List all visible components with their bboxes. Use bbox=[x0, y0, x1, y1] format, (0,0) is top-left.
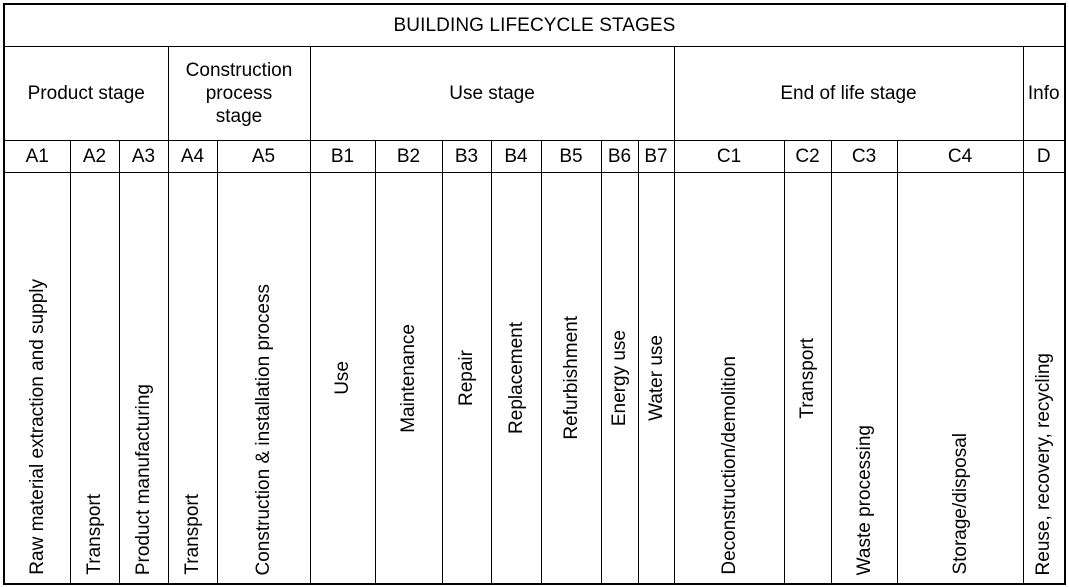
module-description-label: Replacement bbox=[505, 322, 527, 434]
stage-group-header: Use stage bbox=[309, 46, 675, 141]
module-description-label: Water use bbox=[645, 335, 667, 421]
module-code-a5: A5 bbox=[216, 140, 311, 173]
module-code-d: D bbox=[1022, 140, 1066, 173]
module-code-b6: B6 bbox=[600, 140, 639, 173]
module-description-b5: Refurbishment bbox=[540, 172, 602, 585]
module-description-a3: Product manufacturing bbox=[118, 172, 169, 585]
module-description-label: Transport bbox=[182, 494, 203, 575]
module-description-label: Transport bbox=[84, 494, 105, 575]
module-description-a4: Transport bbox=[167, 172, 218, 585]
module-description-label: Deconstruction/demolition bbox=[718, 356, 740, 575]
vertical-text-wrapper: Storage/disposal bbox=[898, 173, 1023, 583]
module-description-label: Energy use bbox=[609, 329, 630, 427]
module-code-b2: B2 bbox=[374, 140, 443, 173]
module-description-label: Use bbox=[332, 361, 353, 395]
table-row-title: BUILDING LIFECYCLE STAGES bbox=[3, 3, 1066, 47]
vertical-text-wrapper: Transport bbox=[169, 173, 217, 583]
stage-group-label-line: Product stage bbox=[27, 82, 145, 104]
module-code-a1: A1 bbox=[3, 140, 71, 173]
vertical-text-wrapper: Construction & installation process bbox=[218, 173, 310, 583]
module-description-label: Construction & installation process bbox=[253, 283, 274, 575]
module-description-a1: Raw material extraction and supply bbox=[3, 172, 71, 585]
module-description-d: Reuse, recovery, recycling bbox=[1022, 172, 1066, 585]
vertical-text-wrapper: Use bbox=[311, 173, 375, 583]
vertical-text-wrapper: Maintenance bbox=[376, 173, 442, 583]
vertical-text-wrapper: Refurbishment bbox=[542, 173, 601, 583]
stage-group-header: Product stage bbox=[3, 46, 169, 141]
module-description-b3: Repair bbox=[441, 172, 492, 585]
module-code-c4: C4 bbox=[896, 140, 1024, 173]
vertical-text-wrapper: Waste processing bbox=[832, 173, 897, 583]
module-code-b7: B7 bbox=[637, 140, 675, 173]
stage-group-label-line: stage bbox=[215, 106, 263, 128]
module-description-b7: Water use bbox=[637, 172, 675, 585]
vertical-text-wrapper: Product manufacturing bbox=[120, 173, 168, 583]
vertical-text-wrapper: Replacement bbox=[492, 173, 541, 583]
module-code-b5: B5 bbox=[540, 140, 602, 173]
vertical-text-wrapper: Reuse, recovery, recycling bbox=[1024, 173, 1065, 583]
stage-group-label-line: Construction bbox=[185, 59, 293, 81]
module-description-b6: Energy use bbox=[600, 172, 639, 585]
module-code-c1: C1 bbox=[673, 140, 785, 173]
module-description-c1: Deconstruction/demolition bbox=[673, 172, 785, 585]
module-description-label: Repair bbox=[456, 350, 477, 406]
module-code-c2: C2 bbox=[783, 140, 832, 173]
module-description-label: Transport bbox=[797, 337, 818, 419]
module-code-a3: A3 bbox=[118, 140, 169, 173]
module-code-b1: B1 bbox=[309, 140, 376, 173]
stage-group-label-line: process bbox=[205, 82, 273, 104]
module-description-label: Maintenance bbox=[398, 323, 419, 433]
stage-group-label-line: End of life stage bbox=[780, 82, 917, 104]
stage-group-label-line: Use stage bbox=[449, 82, 535, 104]
module-code-c3: C3 bbox=[830, 140, 898, 173]
module-code-b4: B4 bbox=[490, 140, 542, 173]
module-description-a2: Transport bbox=[69, 172, 120, 585]
table-title: BUILDING LIFECYCLE STAGES bbox=[3, 3, 1066, 47]
module-description-label: Reuse, recovery, recycling bbox=[1033, 352, 1055, 575]
module-description-c2: Transport bbox=[783, 172, 832, 585]
vertical-text-wrapper: Raw material extraction and supply bbox=[5, 173, 70, 583]
module-description-label: Raw material extraction and supply bbox=[26, 279, 48, 575]
module-description-a5: Construction & installation process bbox=[216, 172, 311, 585]
vertical-text-wrapper: Energy use bbox=[602, 173, 638, 583]
module-description-c3: Waste processing bbox=[830, 172, 898, 585]
vertical-text-wrapper: Deconstruction/demolition bbox=[675, 173, 784, 583]
stage-group-header: Info bbox=[1022, 46, 1066, 141]
module-description-label: Storage/disposal bbox=[949, 433, 971, 575]
vertical-text-wrapper: Repair bbox=[443, 173, 491, 583]
module-code-a2: A2 bbox=[69, 140, 120, 173]
stage-group-header: End of life stage bbox=[673, 46, 1024, 141]
module-description-c4: Storage/disposal bbox=[896, 172, 1024, 585]
vertical-text-wrapper: Transport bbox=[785, 173, 831, 583]
module-description-label: Product manufacturing bbox=[133, 383, 154, 575]
module-description-label: Refurbishment bbox=[560, 316, 582, 440]
module-description-b4: Replacement bbox=[490, 172, 542, 585]
module-description-label: Waste processing bbox=[853, 424, 875, 575]
module-description-b1: Use bbox=[309, 172, 376, 585]
module-code-b3: B3 bbox=[441, 140, 492, 173]
module-code-a4: A4 bbox=[167, 140, 218, 173]
module-description-b2: Maintenance bbox=[374, 172, 443, 585]
vertical-text-wrapper: Transport bbox=[71, 173, 119, 583]
vertical-text-wrapper: Water use bbox=[639, 173, 674, 583]
stage-group-label-line: Info bbox=[1027, 82, 1060, 104]
